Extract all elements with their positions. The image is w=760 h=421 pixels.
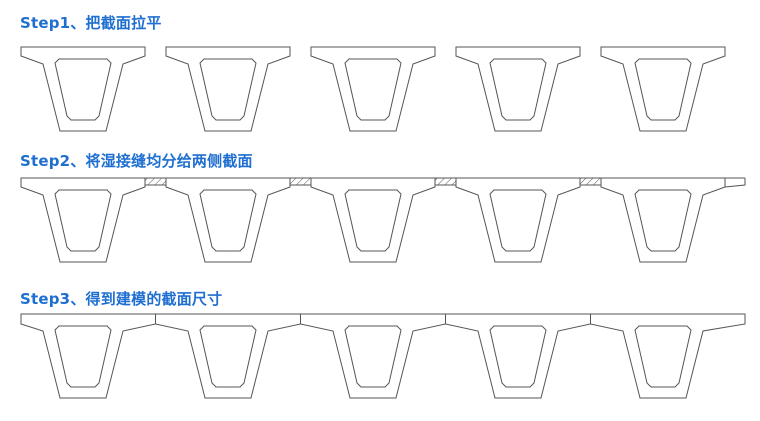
girder-outer-outline (155, 313, 301, 399)
girder-cavity-outline (54, 325, 112, 388)
girder-cavity-outline (199, 189, 257, 252)
girder-outer-outline (20, 313, 156, 399)
girder-cavity-outline (489, 58, 547, 121)
girder-outer-outline (600, 177, 726, 263)
girder-outer-outline (590, 313, 746, 399)
wet-joint-hatch (579, 177, 602, 186)
girder-step3-4 (445, 313, 591, 399)
girder-outer-outline (455, 177, 581, 263)
girder-step3-1 (20, 313, 156, 399)
girder-cavity-outline (344, 58, 402, 121)
girder-outer-outline (20, 177, 146, 263)
girder-cavity-outline (199, 58, 257, 121)
girder-step2-4 (455, 177, 581, 263)
girder-cavity-outline (634, 189, 692, 252)
girder-outer-outline (165, 177, 291, 263)
girder-step3-2 (155, 313, 301, 399)
girder-step2-1 (20, 177, 146, 263)
girder-step1-4 (455, 46, 581, 132)
girder-cavity-outline (634, 58, 692, 121)
step1-title: Step1、把截面拉平 (20, 14, 162, 32)
girder-step3-5 (590, 313, 746, 399)
girder-step2-2 (165, 177, 291, 263)
row-step2 (20, 177, 746, 263)
girder-cavity-outline (489, 325, 547, 388)
wet-joint-hatch (289, 177, 312, 186)
girder-step1-3 (310, 46, 436, 132)
row-step3 (20, 313, 746, 399)
girder-step1-1 (20, 46, 146, 132)
step2-title: Step2、将湿接缝均分给两侧截面 (20, 152, 253, 170)
girder-outer-outline (310, 46, 436, 132)
girder-step2-5 (600, 177, 726, 263)
girder-cavity-outline (54, 58, 112, 121)
row-step1 (20, 46, 726, 132)
step3-title: Step3、得到建模的截面尺寸 (20, 290, 223, 308)
girder-outer-outline (310, 177, 436, 263)
girder-outer-outline (20, 46, 146, 132)
girder-outer-outline (165, 46, 291, 132)
girder-step1-5 (600, 46, 726, 132)
deck-right-end (724, 178, 746, 188)
girder-outer-outline (300, 313, 446, 399)
girder-cavity-outline (199, 325, 257, 388)
girder-outer-outline (455, 46, 581, 132)
girder-step2-3 (310, 177, 436, 263)
girder-outer-outline (445, 313, 591, 399)
wet-joint-hatch (434, 177, 457, 186)
girder-cavity-outline (344, 189, 402, 252)
wet-joint-hatch (144, 177, 167, 186)
girder-cavity-outline (344, 325, 402, 388)
girder-step1-2 (165, 46, 291, 132)
girder-step3-3 (300, 313, 446, 399)
girder-outer-outline (600, 46, 726, 132)
girder-cavity-outline (634, 325, 692, 388)
girder-cavity-outline (54, 189, 112, 252)
girder-cavity-outline (489, 189, 547, 252)
